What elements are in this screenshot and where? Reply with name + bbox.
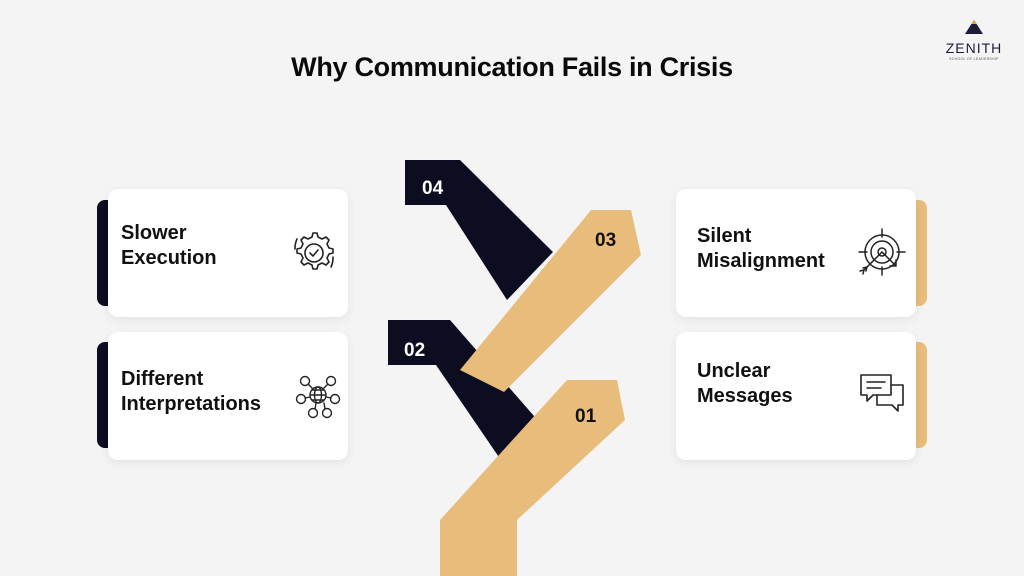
step-04-number: 04: [422, 178, 444, 199]
step-03-ribbon: [460, 210, 641, 392]
globe-language-icon: [295, 375, 341, 419]
gear-check-icon: [294, 232, 334, 270]
step-02-ribbon: [388, 320, 541, 466]
logo-triangle-icon: [965, 20, 983, 34]
step-03-number: 03: [595, 230, 616, 251]
step-04-ribbon: [405, 160, 553, 300]
step-01-ribbon: [440, 380, 625, 576]
step-01-number: 01: [575, 406, 597, 427]
target-arrow-icon: [858, 228, 906, 276]
logo-tagline: SCHOOL OF LEADERSHIP: [949, 57, 999, 61]
zenith-logo: ZENITH SCHOOL OF LEADERSHIP: [938, 20, 1010, 61]
logo-wordmark: ZENITH: [945, 40, 1003, 56]
page-title: Why Communication Fails in Crisis: [291, 52, 733, 82]
step-02-number: 02: [404, 340, 425, 361]
chat-bubbles-icon: [860, 374, 904, 412]
